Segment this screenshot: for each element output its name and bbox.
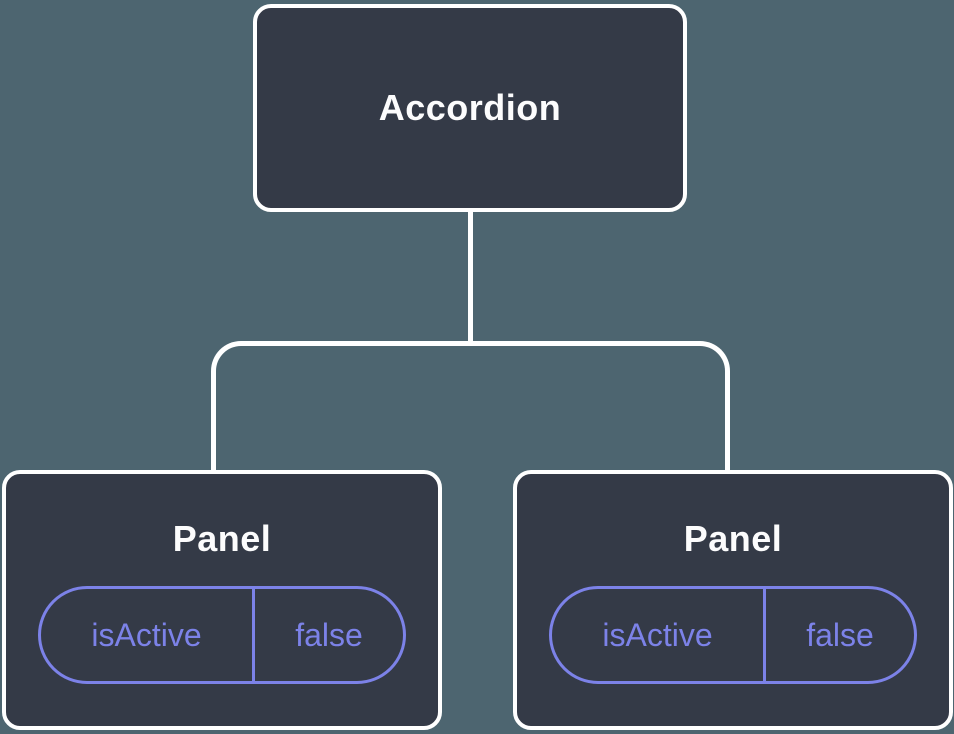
panel-node-label: Panel bbox=[683, 518, 783, 559]
accordion-node-label: Accordion bbox=[378, 87, 562, 128]
accordion-node: Accordion bbox=[253, 4, 687, 212]
panel-node-right: Panel isActive false bbox=[513, 470, 953, 730]
state-key: isActive bbox=[91, 616, 202, 653]
state-pill: isActive false bbox=[549, 586, 917, 684]
state-key: isActive bbox=[602, 616, 713, 653]
state-pill: isActive false bbox=[38, 586, 406, 684]
connector-stem bbox=[468, 208, 473, 346]
panel-node-label: Panel bbox=[172, 518, 272, 559]
state-value: false bbox=[252, 589, 403, 681]
state-value: false bbox=[763, 589, 914, 681]
panel-node-left: Panel isActive false bbox=[2, 470, 442, 730]
connector-bracket bbox=[211, 341, 730, 473]
